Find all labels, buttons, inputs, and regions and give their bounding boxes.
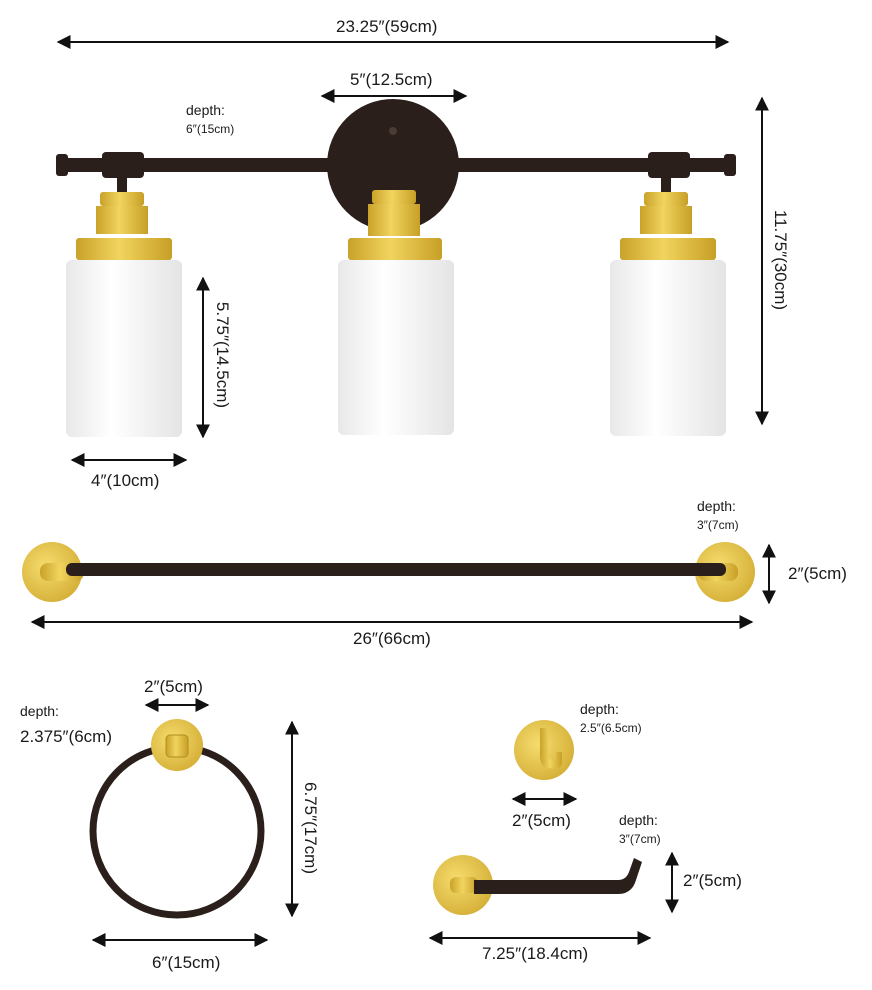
tissue-depth-value: 3″(7cm)	[619, 832, 661, 846]
ring-depth-caption: depth:	[20, 703, 59, 719]
towel-ring-loop	[89, 743, 265, 919]
bar-cap-left	[56, 154, 68, 176]
glass-shade-center	[338, 260, 454, 435]
towel-bar-depth-value: 3″(7cm)	[697, 518, 739, 532]
vanity-bar	[58, 158, 736, 172]
ring-height-label: 6.75″(17cm)	[301, 782, 320, 874]
hook-depth-value: 2.5″(6.5cm)	[580, 721, 642, 735]
vanity-height-label: 11.75″(30cm)	[771, 209, 790, 311]
shade-width-label: 4″(10cm)	[91, 471, 160, 490]
vanity-depth-caption: depth:	[186, 102, 225, 118]
tissue-holder	[428, 851, 679, 945]
ring-depth-value: 2.375″(6cm)	[20, 727, 112, 746]
vanity-width-label: 23.25″(59cm)	[336, 17, 438, 36]
ring-width-label: 6″(15cm)	[152, 953, 221, 972]
towel-bar	[22, 542, 776, 629]
shade-height-label: 5.75″(14.5cm)	[213, 301, 232, 409]
sconce-center	[338, 172, 454, 435]
plate-width-label: 5″(12.5cm)	[350, 70, 433, 89]
towel-ring	[89, 698, 299, 947]
bar-cap-right	[724, 154, 736, 176]
bar-collar-right	[648, 152, 690, 178]
plate-screw	[389, 127, 397, 135]
robe-hook	[511, 720, 578, 806]
sconce-left	[66, 172, 182, 437]
towel-bar-length-label: 26″(66cm)	[353, 629, 431, 648]
hook-depth-caption: depth:	[580, 701, 619, 717]
hook-width-label: 2″(5cm)	[512, 811, 571, 830]
bar-collar-left	[102, 152, 144, 178]
ring-plate-width-label: 2″(5cm)	[144, 677, 203, 696]
towel-bar-rod	[66, 563, 726, 576]
vanity-light	[56, 35, 769, 467]
robe-hook-arm	[540, 728, 562, 769]
glass-shade-left	[66, 260, 182, 437]
tissue-holder-arm	[474, 858, 642, 894]
vanity-depth-value: 6″(15cm)	[186, 122, 235, 136]
tissue-length-label: 7.25″(18.4cm)	[482, 944, 589, 963]
towel-bar-depth-caption: depth:	[697, 498, 736, 514]
glass-shade-right	[610, 260, 726, 436]
tissue-height-label: 2″(5cm)	[683, 871, 742, 890]
towel-bar-height-label: 2″(5cm)	[788, 564, 847, 583]
tissue-depth-caption: depth:	[619, 812, 658, 828]
sconce-right	[610, 172, 726, 436]
